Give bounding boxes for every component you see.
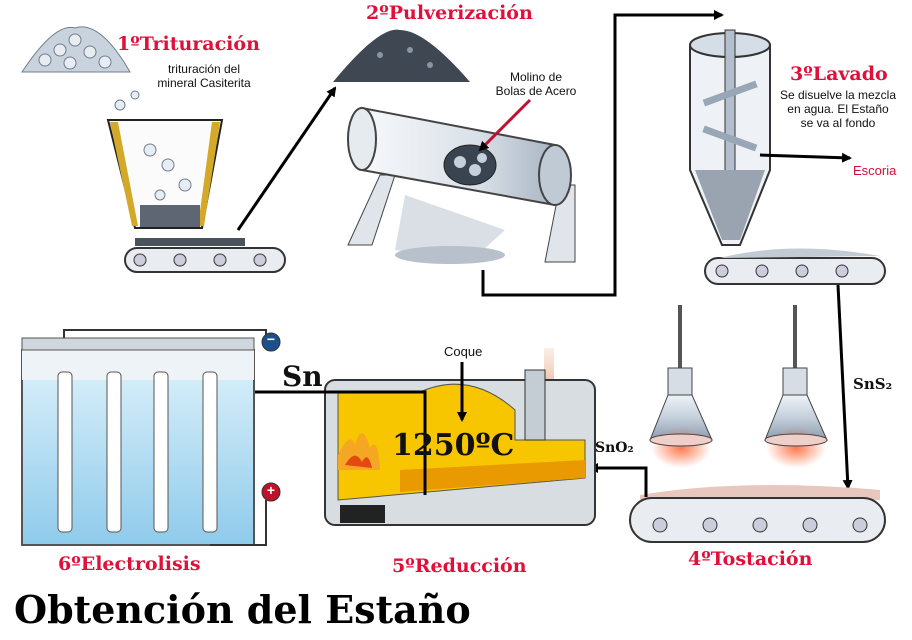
mill-label-line1: Molino de (509, 70, 563, 84)
step-4-label: 4ºTostación (688, 548, 813, 570)
step-3-note-line1: Se disuelve la mezcla (779, 88, 897, 102)
coke-label: Coque (444, 344, 483, 359)
arrow-slag (759, 152, 852, 163)
step-3-label: 3ºLavado (790, 63, 888, 85)
step-6-label: 6ºElectrolisis (58, 553, 201, 575)
electrolysis-tank-icon (21, 329, 281, 546)
mill-label: Molino de Bolas de Acero (480, 70, 592, 98)
sno2-label: SnO₂ (595, 440, 634, 456)
arrow-5-6 (223, 387, 427, 495)
minus-sign: − (266, 331, 276, 347)
arrow-2-3 (481, 10, 724, 297)
step-1-note-line2: mineral Casiterita (157, 76, 251, 90)
heat-lamp-left-icon (649, 305, 713, 468)
step-3-note-line3: se va al fondo (800, 116, 876, 130)
step-1-note-line1: trituración del (167, 62, 241, 76)
step-3-note: Se disuelve la mezcla en agua. El Estaño… (766, 88, 910, 130)
ball-mill-icon (347, 106, 576, 264)
washing-tank-icon (689, 29, 771, 246)
negative-terminal-icon (261, 332, 281, 352)
step-1-note: trituración del mineral Casiterita (138, 62, 270, 90)
mill-pointer-arrow (478, 98, 532, 152)
furnace-icon (324, 348, 596, 526)
step-1-label: 1ºTrituración (117, 33, 260, 55)
plus-sign: + (266, 482, 276, 498)
temperature-label: 1250ºC (392, 428, 515, 463)
conveyor-3 (704, 248, 886, 285)
arrow-4-5 (588, 463, 648, 497)
ore-pile-icon (21, 26, 140, 111)
crusher-hopper-icon (106, 119, 224, 229)
step-5-label: 5ºReducción (392, 555, 527, 577)
arrow-1-2 (236, 86, 337, 231)
positive-terminal-icon (261, 482, 281, 502)
heat-lamp-right-icon (764, 305, 828, 468)
page-title: Obtención del Estaño (14, 587, 471, 632)
arrow-3-4 (836, 284, 853, 490)
step-3-note-line2: en agua. El Estaño (787, 102, 889, 116)
sn-label: Sn (282, 360, 323, 393)
step-2-label: 2ºPulverización (366, 2, 533, 24)
mill-label-line2: Bolas de Acero (495, 84, 577, 98)
slag-label: Escoria (853, 163, 897, 178)
conveyor-4 (629, 485, 886, 543)
sns2-label: SnS₂ (853, 375, 893, 393)
conveyor-1 (124, 238, 286, 273)
powder-pile-icon (333, 29, 470, 82)
